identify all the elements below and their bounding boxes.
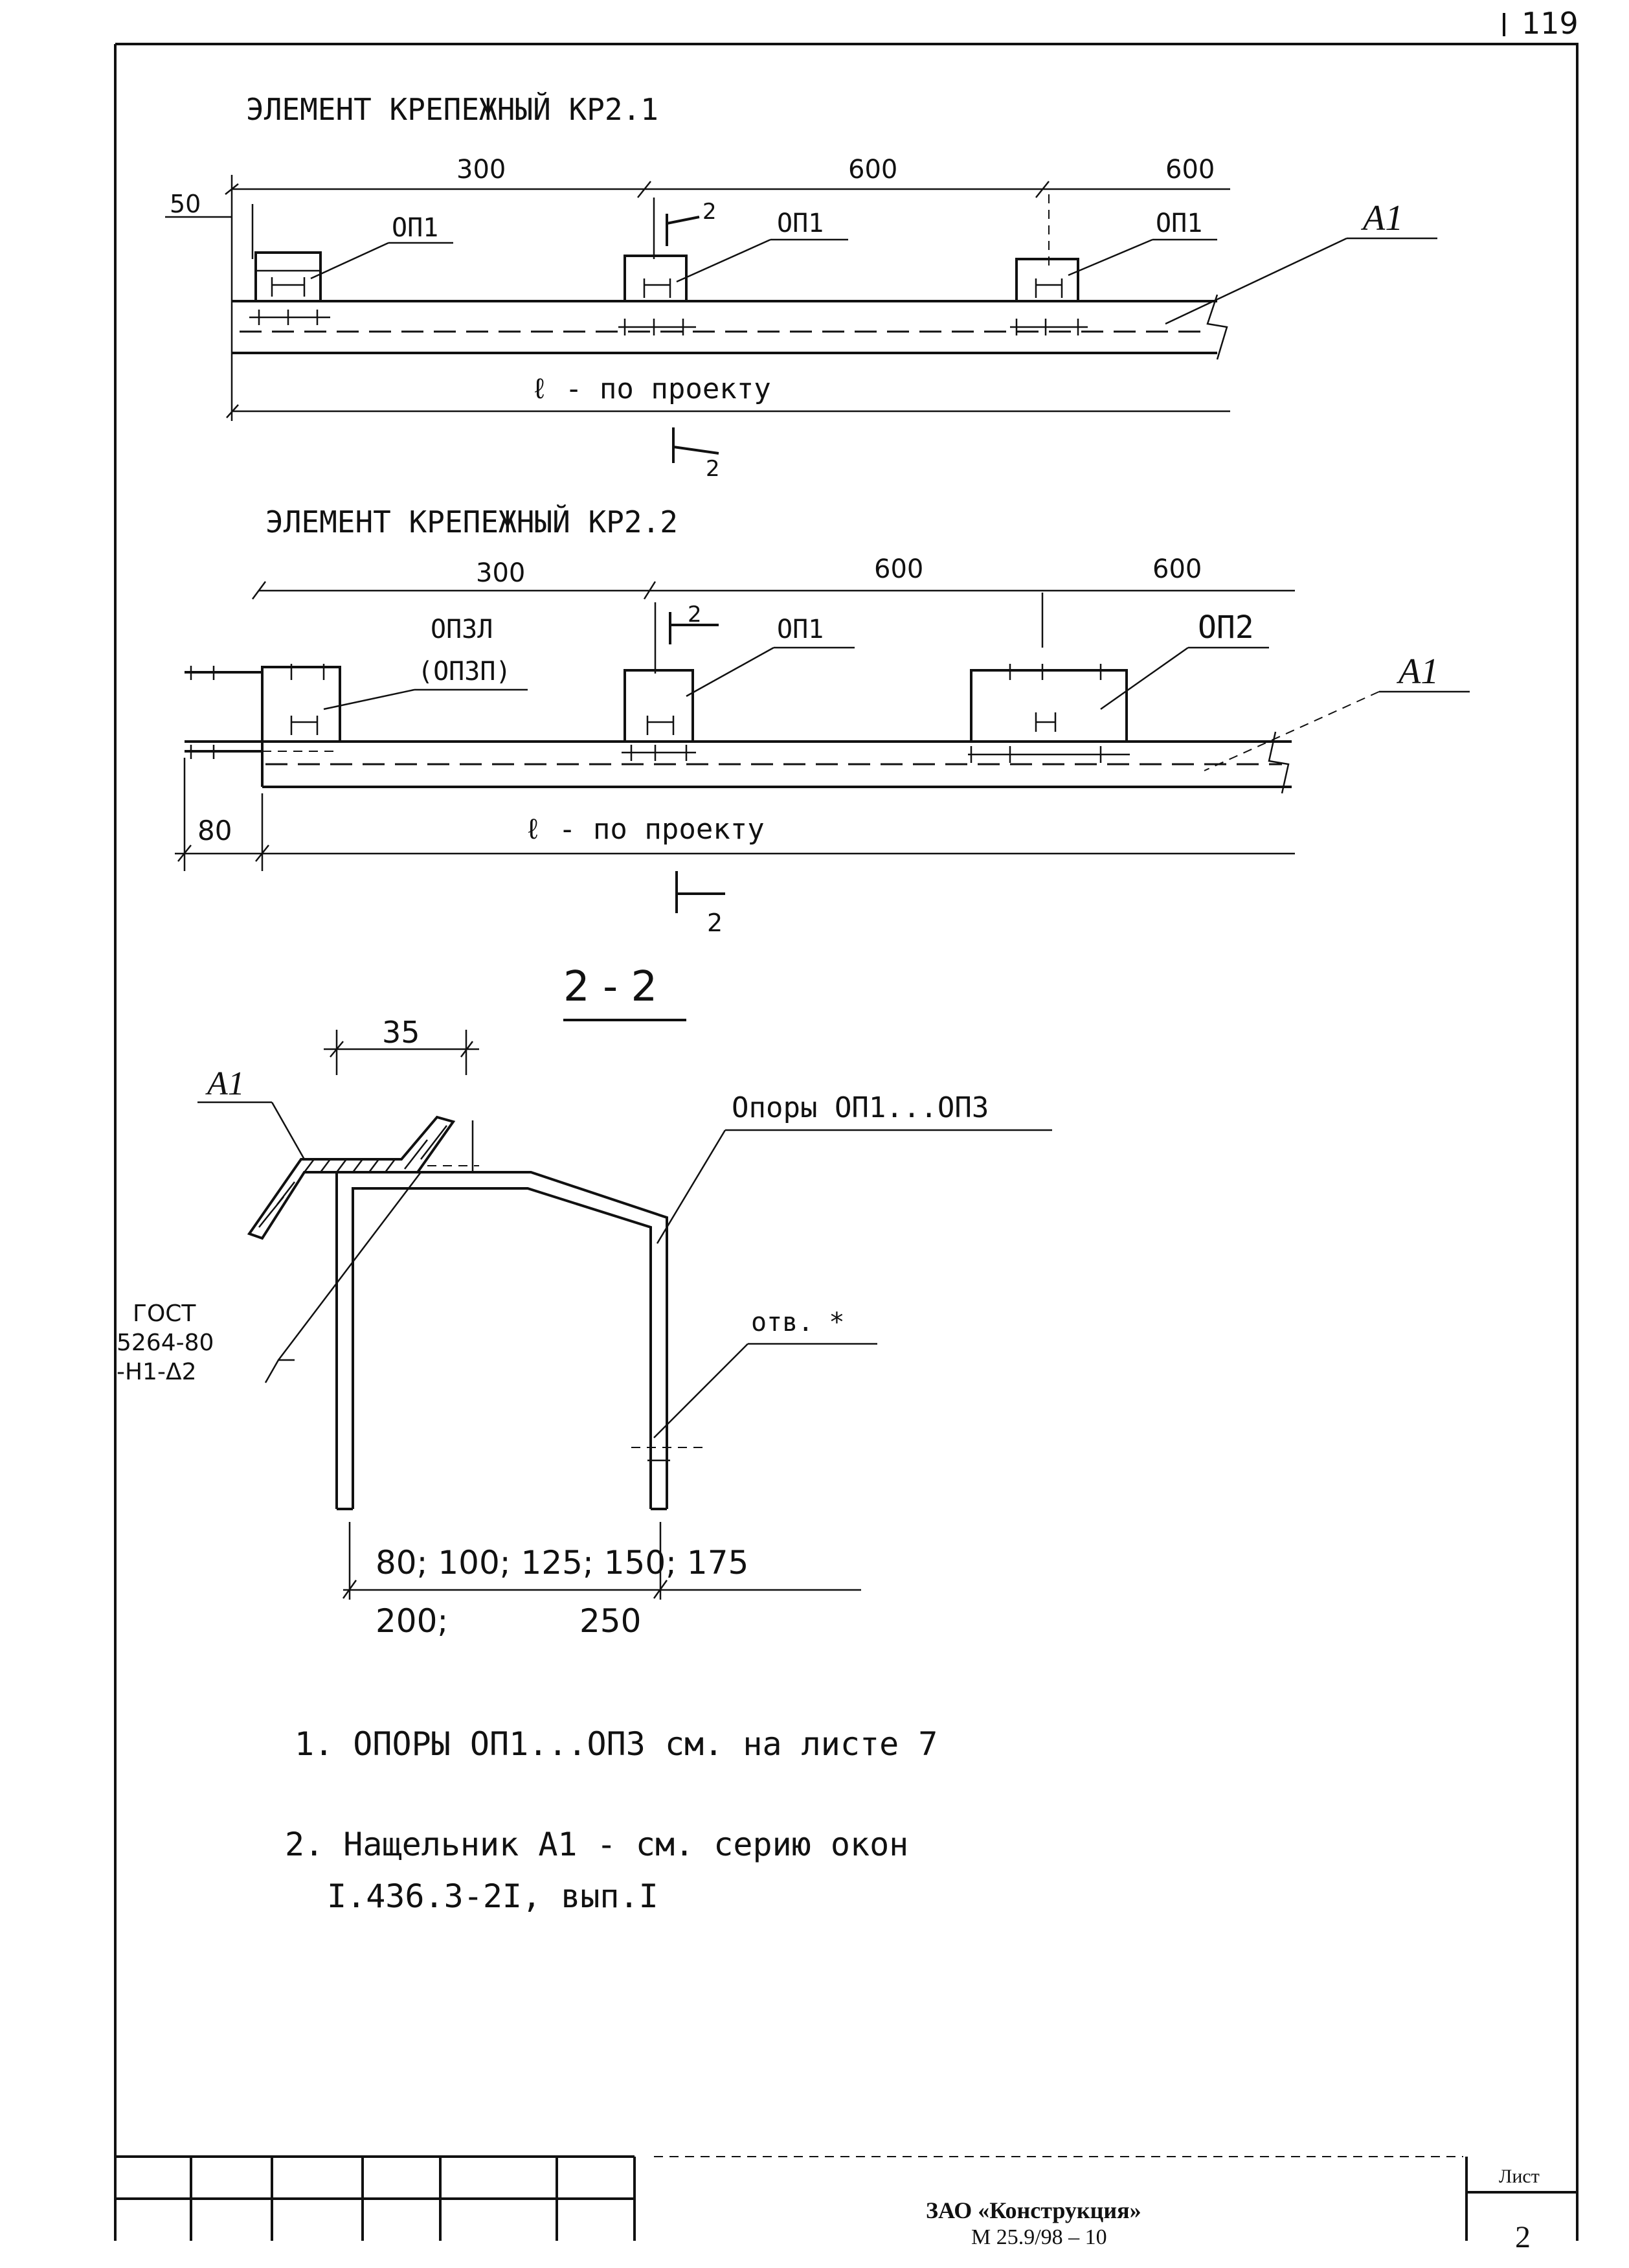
section-spacing-2a: 200; — [376, 1602, 448, 1640]
kr22-dim-1: 300 — [476, 558, 525, 588]
kr21-length-tick — [226, 404, 239, 418]
kr21-support-label-1: ОП1 — [392, 213, 438, 243]
kr22-support-3 — [968, 664, 1130, 763]
kr21-length-label: ℓ - по проекту — [531, 372, 771, 405]
title-block-sheet-value: 2 — [1515, 2220, 1531, 2254]
section-width-tick — [460, 1041, 473, 1058]
section-spacing-tick — [342, 1580, 357, 1599]
kr22-leader-3 — [1100, 646, 1189, 710]
kr21-dim-1: 300 — [456, 155, 506, 185]
section-2-2: 2 - 2 35 А1 Опоры ОП1...ОП3 отв. * — [117, 963, 1052, 1640]
kr21-dim-3: 600 — [1165, 155, 1215, 185]
kr22-leader-1 — [323, 688, 415, 710]
kr22-leader-2 — [686, 646, 774, 697]
kr22-section-label-bottom: 2 — [707, 909, 723, 937]
kr21-section-label-bottom: 2 — [706, 456, 720, 482]
kr21-support-2 — [618, 198, 696, 335]
kr22-support-label-1-alt: (ОП3П) — [418, 657, 511, 686]
kr22-support-2 — [622, 602, 696, 761]
kr21-support-1 — [249, 251, 330, 325]
kr21-section-mark-bottom — [672, 427, 719, 463]
title-block-code: М 25.9/98 – 10 — [971, 2225, 1107, 2249]
section-hole-leader — [653, 1343, 748, 1438]
section-supports-leader — [656, 1129, 726, 1244]
kr22-section-label-top: 2 — [688, 602, 702, 628]
kr21-section-label-top: 2 — [702, 199, 717, 225]
kr21-dim-tick — [225, 183, 239, 195]
kr22-title: ЭЛЕМЕНТ КРЕПЕЖНЫЙ КР2.2 — [265, 505, 678, 539]
kr21-dim-tick — [1035, 181, 1050, 198]
kr21-support-label-3: ОП1 — [1156, 209, 1202, 238]
section-part-leader — [271, 1102, 306, 1160]
kr22-dim-tick — [255, 845, 269, 862]
kr22-support-label-2: ОП1 — [777, 615, 824, 644]
kr21-leader-1 — [310, 242, 389, 280]
section-support-profile — [335, 1171, 668, 1509]
kr21-offset-dim: 50 — [170, 190, 201, 218]
sheet-number: 119 — [1522, 6, 1578, 41]
kr21-break-line — [1206, 294, 1228, 360]
kr22-overhang — [185, 671, 262, 753]
kr21-title: ЭЛЕМЕНТ КРЕПЕЖНЫЙ КР2.1 — [246, 92, 658, 127]
kr22-overhang-dim: 80 — [197, 815, 232, 846]
kr22-part-leader — [1204, 691, 1380, 771]
section-title: 2 - 2 — [563, 963, 657, 1011]
section-spacing-2b: 250 — [579, 1602, 641, 1640]
section-width-tick — [330, 1041, 344, 1058]
kr22-support-label-1: ОП3Л — [431, 615, 493, 644]
kr22-dim-tick — [177, 845, 192, 862]
section-supports-label: Опоры ОП1...ОП3 — [732, 1091, 989, 1124]
kr21-view: ЭЛЕМЕНТ КРЕПЕЖНЫЙ КР2.1 300 600 600 50 — [165, 92, 1437, 482]
section-spacing-1: 80; 100; 125; 150; 175 — [376, 1544, 748, 1582]
kr21-part-leader — [1165, 237, 1347, 325]
weld-symbol — [264, 1359, 295, 1383]
kr22-support-label-3: ОП2 — [1198, 609, 1254, 646]
kr22-section-mark-bottom — [675, 871, 725, 913]
title-block-company: ЗАО «Конструкция» — [926, 2197, 1141, 2223]
section-hole-label: отв. * — [751, 1308, 845, 1337]
kr22-dim-2: 600 — [874, 554, 923, 584]
kr22-overhang-ticks — [190, 666, 215, 759]
kr22-section-mark-top — [669, 612, 719, 644]
kr22-dim-tick — [643, 581, 657, 600]
section-flashing-hatch — [258, 1125, 447, 1228]
kr22-part-label: А1 — [1396, 652, 1439, 692]
weld-leader — [278, 1172, 421, 1361]
weld-gost-line-3: -Н1-Δ2 — [117, 1359, 197, 1385]
kr22-dim-3: 600 — [1152, 554, 1202, 584]
kr22-length-label: ℓ - по проекту — [524, 813, 765, 846]
kr21-section-mark-top — [666, 214, 700, 246]
kr21-dim-2: 600 — [848, 155, 897, 185]
title-block: ЗАО «Конструкция» М 25.9/98 – 10 Лист 2 — [115, 2155, 1577, 2254]
kr21-part-label: А1 — [1360, 198, 1403, 238]
note-2-continued: I.436.3-2I, вып.I — [327, 1877, 658, 1915]
drawing-frame — [114, 43, 1578, 2241]
kr21-support-label-2: ОП1 — [777, 209, 824, 238]
weld-gost-line-1: ГОСТ — [133, 1300, 196, 1327]
kr21-leader-3 — [1068, 238, 1153, 277]
kr21-leader-2 — [676, 238, 771, 283]
section-part-label: А1 — [205, 1065, 245, 1102]
note-2: 2. Нащельник А1 - см. серию окон — [285, 1826, 908, 1863]
kr22-break-line — [1268, 731, 1290, 794]
section-spacing-tick — [653, 1580, 668, 1599]
section-flashing — [247, 1115, 456, 1240]
kr22-support-1 — [261, 664, 341, 752]
title-block-sheet-label: Лист — [1499, 2166, 1540, 2187]
weld-gost-line-2: 5264-80 — [117, 1330, 214, 1356]
kr22-view: ЭЛЕМЕНТ КРЕПЕЖНЫЙ КР2.2 300 600 600 — [175, 505, 1470, 937]
note-1: 1. ОПОРЫ ОП1...ОП3 см. на листе 7 — [295, 1725, 938, 1763]
section-width-dim: 35 — [382, 1015, 420, 1050]
notes: 1. ОПОРЫ ОП1...ОП3 см. на листе 7 2. Нащ… — [285, 1725, 938, 1915]
kr21-dim-tick — [637, 181, 651, 198]
kr21-support-3 — [1010, 194, 1088, 335]
kr22-dim-tick — [251, 581, 267, 600]
